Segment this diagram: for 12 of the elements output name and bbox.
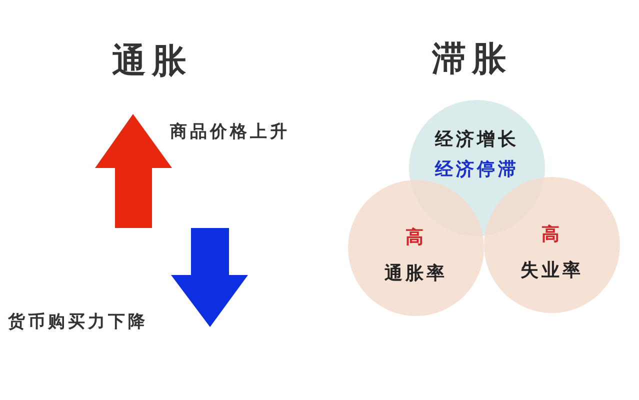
caption-text: 货币购买力下降 — [8, 311, 148, 333]
circle-node — [348, 180, 484, 316]
circle-label: 经济增长 — [434, 128, 520, 152]
circle-label: 通胀率 — [384, 262, 448, 286]
heading: 滞胀 — [432, 38, 512, 81]
circle-label: 经济停滞 — [434, 158, 520, 182]
circle-label: 失业率 — [520, 259, 584, 282]
caption-text: 商品价格上升 — [170, 121, 290, 143]
level-label: 高 — [540, 223, 564, 246]
circle-node — [484, 177, 620, 313]
level-label: 高 — [404, 226, 428, 250]
heading: 通胀 — [112, 40, 192, 83]
